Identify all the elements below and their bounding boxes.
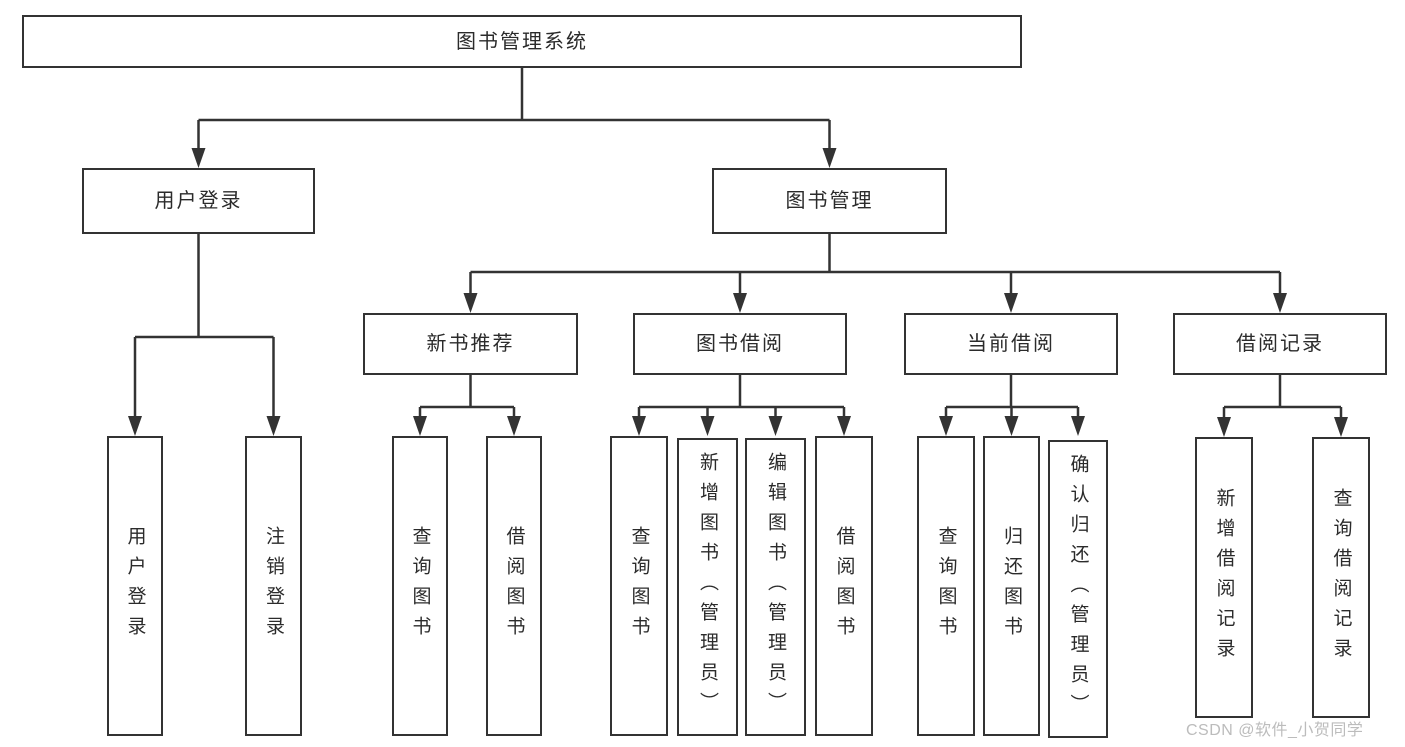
leaf-bb-edit-book-label: 编辑图书（管理员） <box>765 452 786 722</box>
leaf-nbr-borrow-book: 借阅图书 <box>486 436 542 736</box>
leaf-nbr-query-book: 查询图书 <box>392 436 448 736</box>
leaf-cb-confirm-return: 确认归还（管理员） <box>1048 440 1108 738</box>
leaf-bb-borrow-book: 借阅图书 <box>815 436 873 736</box>
leaf-cb-query-book: 查询图书 <box>917 436 975 736</box>
leaf-nbr-query-book-label: 查询图书 <box>409 526 431 646</box>
leaf-logout: 注销登录 <box>245 436 302 736</box>
node-root: 图书管理系统 <box>22 15 1022 68</box>
arrow-down-icon <box>191 148 206 168</box>
arrow-down-icon <box>939 416 953 436</box>
leaf-user-login: 用户登录 <box>107 436 163 736</box>
arrow-down-icon <box>507 416 521 436</box>
leaf-user-login-label: 用户登录 <box>124 526 146 646</box>
arrow-down-icon <box>266 416 281 436</box>
arrow-down-icon <box>1217 417 1231 437</box>
leaf-cb-confirm-return-label: 确认归还（管理员） <box>1067 454 1089 724</box>
watermark-text: CSDN @软件_小贺同学 <box>1186 722 1364 739</box>
arrow-down-icon <box>700 416 715 436</box>
leaf-bb-edit-book: 编辑图书（管理员） <box>745 438 806 736</box>
leaf-bb-add-book-label: 新增图书（管理员） <box>697 452 718 722</box>
leaf-cb-return-book: 归还图书 <box>983 436 1040 736</box>
node-book-borrow-label: 图书借阅 <box>696 333 784 355</box>
arrow-down-icon <box>1273 293 1287 313</box>
arrow-down-icon <box>1334 417 1348 437</box>
leaf-br-add-record: 新增借阅记录 <box>1195 437 1253 718</box>
node-root-label: 图书管理系统 <box>456 30 588 53</box>
node-current-borrow: 当前借阅 <box>904 313 1118 375</box>
node-new-book-recommend: 新书推荐 <box>363 313 578 375</box>
arrow-down-icon <box>128 416 142 436</box>
node-book-management-label: 图书管理 <box>785 190 874 212</box>
node-user-login: 用户登录 <box>82 168 315 234</box>
node-user-login-label: 用户登录 <box>154 190 243 212</box>
leaf-cb-return-book-label: 归还图书 <box>1001 526 1022 646</box>
leaf-bb-query-book-label: 查询图书 <box>628 526 650 646</box>
arrow-down-icon <box>837 416 851 436</box>
node-current-borrow-label: 当前借阅 <box>967 333 1055 355</box>
leaf-cb-query-book-label: 查询图书 <box>935 526 957 646</box>
arrow-down-icon <box>463 293 478 313</box>
leaf-bb-borrow-book-label: 借阅图书 <box>833 526 855 646</box>
node-borrow-record: 借阅记录 <box>1173 313 1387 375</box>
arrow-down-icon <box>1004 416 1019 436</box>
leaf-br-add-record-label: 新增借阅记录 <box>1213 487 1235 668</box>
leaf-nbr-borrow-book-label: 借阅图书 <box>503 526 525 646</box>
node-book-management: 图书管理 <box>712 168 947 234</box>
node-book-borrow: 图书借阅 <box>633 313 847 375</box>
node-borrow-record-label: 借阅记录 <box>1236 333 1324 355</box>
arrow-down-icon <box>768 416 783 436</box>
arrow-down-icon <box>822 148 837 168</box>
arrow-down-icon <box>632 416 646 436</box>
arrow-down-icon <box>1071 416 1085 436</box>
arrow-down-icon <box>733 293 747 313</box>
leaf-bb-add-book: 新增图书（管理员） <box>677 438 738 736</box>
leaf-br-query-record-label: 查询借阅记录 <box>1330 487 1352 668</box>
arrow-down-icon <box>413 416 427 436</box>
arrow-down-icon <box>1004 293 1018 313</box>
leaf-bb-query-book: 查询图书 <box>610 436 668 736</box>
leaf-logout-label: 注销登录 <box>263 526 284 646</box>
node-new-book-recommend-label: 新书推荐 <box>426 333 515 355</box>
leaf-br-query-record: 查询借阅记录 <box>1312 437 1370 718</box>
